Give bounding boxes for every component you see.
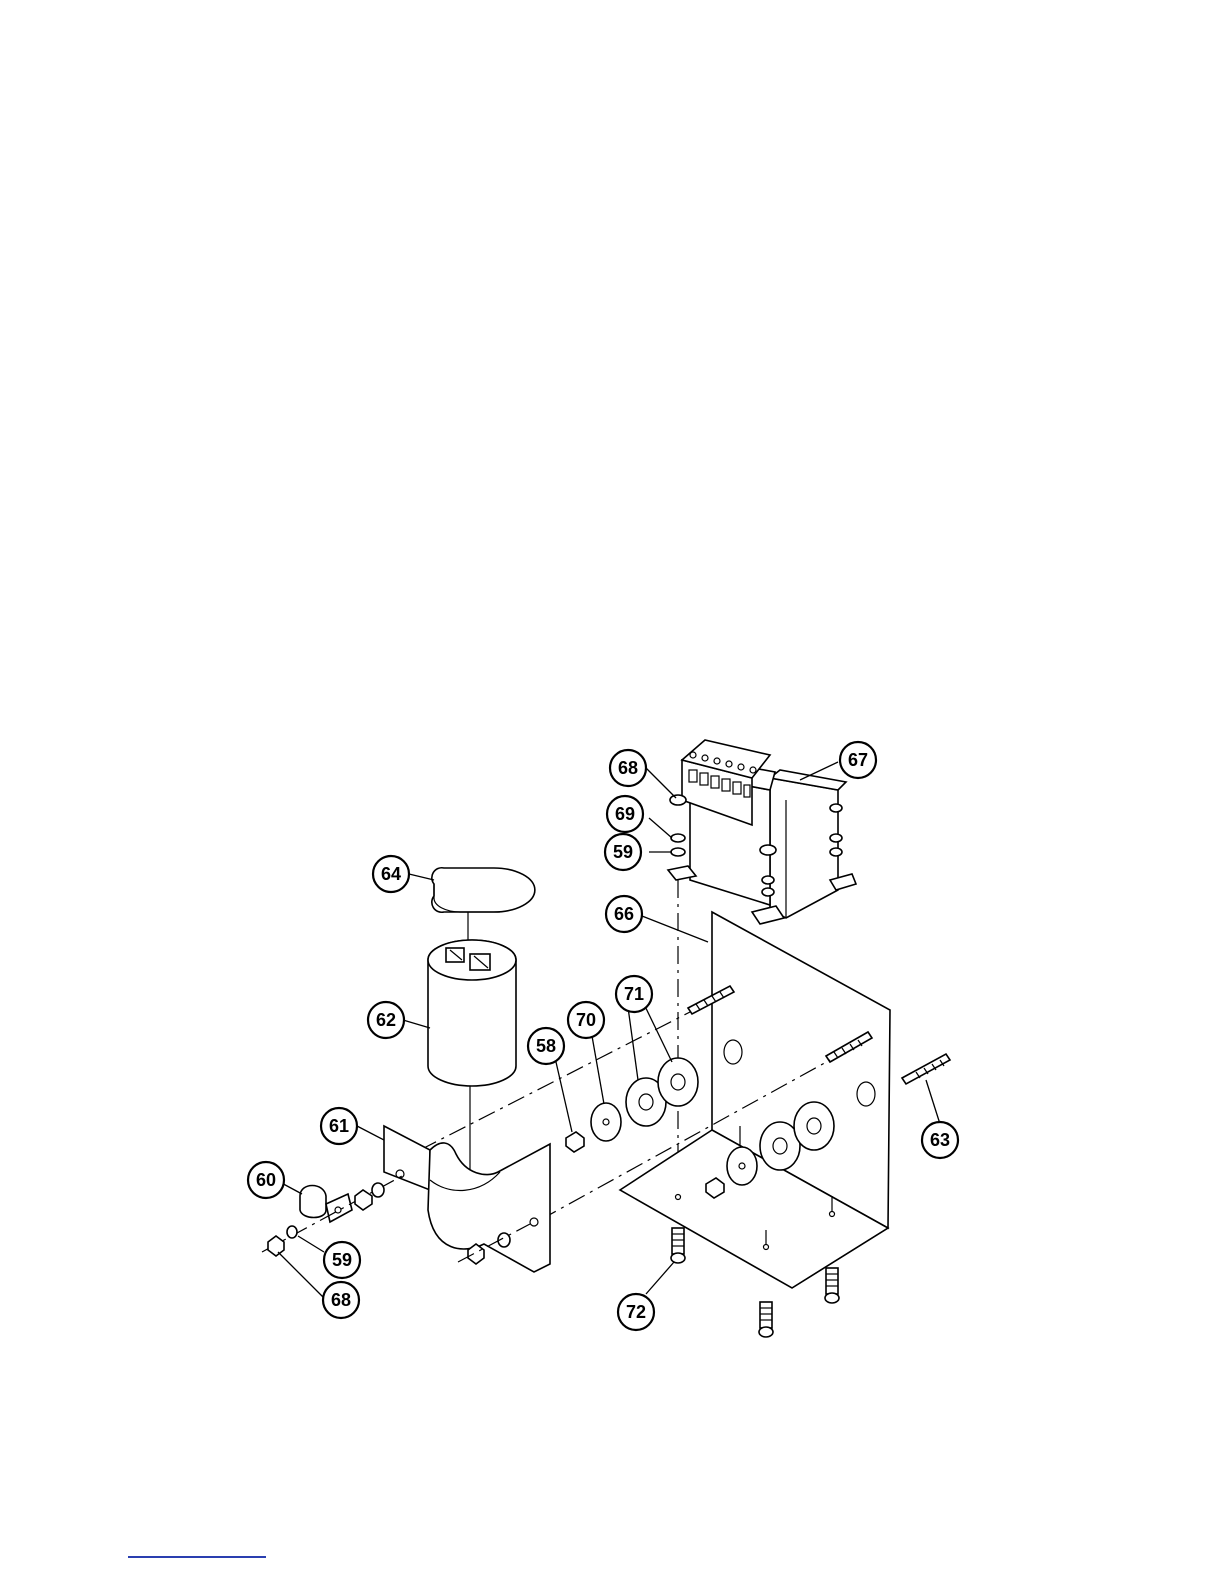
callout-68-clamp: 68	[323, 1282, 359, 1318]
callout-67-label: 67	[848, 750, 868, 770]
callout-59-transformer: 59	[605, 834, 641, 870]
callout-59-clamp-label: 59	[332, 1250, 352, 1270]
callout-60: 60	[248, 1162, 284, 1198]
callout-62: 62	[368, 1002, 404, 1038]
callout-68-clamp-label: 68	[331, 1290, 351, 1310]
callout-72: 72	[618, 1294, 654, 1330]
capacitor-strap-part	[384, 1126, 550, 1272]
callout-68-transformer: 68	[610, 750, 646, 786]
callout-71: 71	[616, 976, 652, 1012]
callout-64-label: 64	[381, 864, 401, 884]
capacitor-cover-part	[432, 868, 535, 950]
footer-rule	[128, 1556, 266, 1558]
callout-59-transformer-label: 59	[613, 842, 633, 862]
callout-63-label: 63	[930, 1130, 950, 1150]
callout-66-label: 66	[614, 904, 634, 924]
callout-70: 70	[568, 1002, 604, 1038]
callout-69: 69	[607, 796, 643, 832]
callout-69-label: 69	[615, 804, 635, 824]
callout-71-label: 71	[624, 984, 644, 1004]
callout-58: 58	[528, 1028, 564, 1064]
callout-64: 64	[373, 856, 409, 892]
callout-67: 67	[840, 742, 876, 778]
callout-58-label: 58	[536, 1036, 556, 1056]
callout-68-transformer-label: 68	[618, 758, 638, 778]
callout-60-label: 60	[256, 1170, 276, 1190]
callout-61-label: 61	[329, 1116, 349, 1136]
callout-61: 61	[321, 1108, 357, 1144]
callout-62-label: 62	[376, 1010, 396, 1030]
callout-66: 66	[606, 896, 642, 932]
callout-63: 63	[922, 1122, 958, 1158]
callout-70-label: 70	[576, 1010, 596, 1030]
callout-59-clamp: 59	[324, 1242, 360, 1278]
callout-72-label: 72	[626, 1302, 646, 1322]
